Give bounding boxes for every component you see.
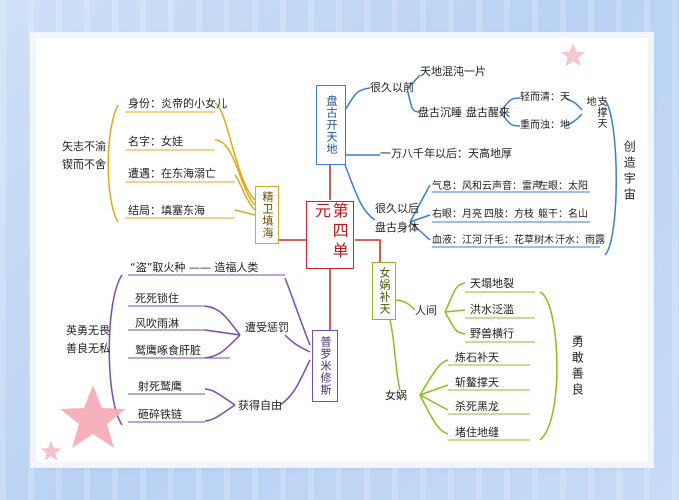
nuwa-label: 女娲 xyxy=(385,389,407,402)
prometheus-virtue: 英勇无畏善良无私 xyxy=(66,324,110,355)
pangu-sleep: 盘古沉睡 xyxy=(418,106,462,119)
pangu-years: 一万八千年以后：天高地厚 xyxy=(380,147,512,160)
nuwa-stone: 炼石补天 xyxy=(455,351,499,364)
prometheus-eagle: 鹫鹰啄食肝脏 xyxy=(135,344,201,357)
pangu-voice: 声音：雷声 xyxy=(492,181,542,192)
prometheus-punish: 遭受惩罚 xyxy=(245,321,289,334)
nuwa-virtue: 勇敢善良 xyxy=(570,335,585,399)
jingwei-name: 名字：女娃 xyxy=(128,135,183,148)
prometheus-steal: “盗”取火种 —— 造福人类 xyxy=(130,261,259,274)
jingwei-ending: 结局：填塞东海 xyxy=(128,204,205,217)
nuwa-dragon: 杀死黑龙 xyxy=(455,400,499,413)
star-decoration-large xyxy=(60,385,126,448)
nuwa-ash: 堵住地缝 xyxy=(455,426,499,439)
pangu-support: 支撑天地 xyxy=(584,96,606,129)
pangu-light: 轻而清：天 xyxy=(520,92,570,103)
pangu-left-eye: 左眼：太阳 xyxy=(538,181,588,192)
nuwa-beasts: 野兽横行 xyxy=(470,327,514,340)
prometheus-free: 获得自由 xyxy=(238,399,282,412)
nuwa-sky: 天塌地裂 xyxy=(470,277,514,290)
pangu-heavy: 重而浊：地 xyxy=(520,120,570,131)
topic-nuwa: 女娲补天 xyxy=(372,262,396,320)
star-decoration-small xyxy=(40,440,62,461)
prometheus-wind: 风吹雨淋 xyxy=(135,317,179,330)
nuwa-world: 人间 xyxy=(415,304,437,317)
pangu-torso: 躯干：名山 xyxy=(538,209,588,220)
pangu-long-after: 很久以后 xyxy=(375,202,419,215)
sparkle-decoration xyxy=(584,72,600,88)
pangu-limbs: 四肢：方枝 xyxy=(484,209,534,220)
pangu-create: 创造宇宙 xyxy=(622,140,637,204)
nuwa-turtle: 斩鳌撑天 xyxy=(455,376,499,389)
topic-jingwei: 精卫填海 xyxy=(255,186,279,244)
jingwei-identity: 身份：炎帝的小女儿 xyxy=(128,97,227,110)
pangu-right-eye: 右眼：月亮 xyxy=(432,209,482,220)
pangu-body-label: 盘古身体 xyxy=(375,221,419,234)
center-node: 第四单元 xyxy=(306,201,354,269)
topic-prometheus: 普罗米修斯 xyxy=(312,330,338,402)
prometheus-shoot: 射死鹫鹰 xyxy=(138,380,182,393)
pangu-chaos: 天地混沌一片 xyxy=(420,65,486,78)
prometheus-break: 砸碎铁链 xyxy=(138,408,182,421)
pangu-sweat: 汗毛：花草树木 xyxy=(484,235,554,246)
star-decoration-top-right xyxy=(560,43,586,67)
pangu-sweat2: 汗水：雨露 xyxy=(555,235,605,246)
jingwei-spirit: 矢志不渝锲而不舍 xyxy=(62,140,106,171)
pangu-long-ago: 很久以前 xyxy=(370,81,414,94)
pangu-blood: 血液：江河 xyxy=(432,235,482,246)
jingwei-fate: 遭遇：在东海溺亡 xyxy=(128,167,216,180)
prometheus-chain: 死死锁住 xyxy=(135,292,179,305)
pangu-breath: 气息：风和云 xyxy=(432,181,492,192)
topic-pangu: 盘古开天地 xyxy=(316,85,346,165)
pangu-wake: 盘古醒来 xyxy=(466,106,510,119)
nuwa-flood: 洪水泛滥 xyxy=(470,303,514,316)
